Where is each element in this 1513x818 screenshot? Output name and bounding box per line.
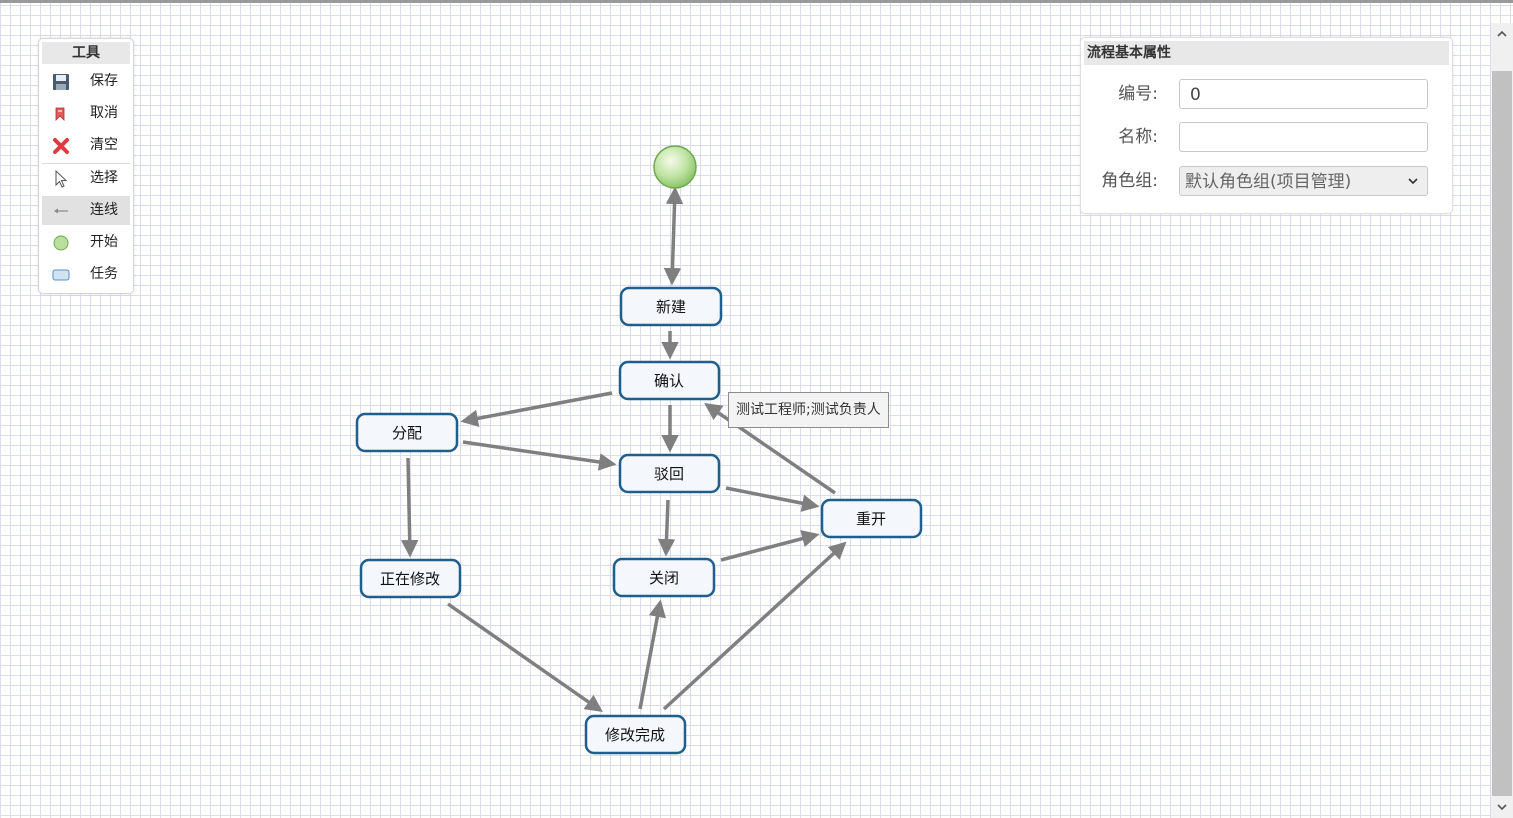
window-top-border (0, 0, 1513, 3)
toolbox-title: 工具 (42, 42, 130, 64)
edge-reject-reopen[interactable] (725, 486, 820, 512)
scroll-down-button[interactable] (1491, 796, 1513, 818)
chevron-up-icon (1497, 30, 1507, 37)
properties-title: 流程基本属性 (1084, 41, 1449, 65)
node-confirm-label: 确认 (654, 372, 684, 390)
edge-assign-modifying[interactable] (400, 457, 419, 558)
row-name: 名称: (1081, 122, 1452, 154)
node-reject[interactable]: 驳回 (618, 453, 721, 494)
role-select[interactable]: 默认角色组(项目管理) (1179, 166, 1428, 196)
edge-assign-reject[interactable] (462, 440, 617, 471)
task-icon (52, 266, 70, 284)
toolbox-panel: 工具 保存 取消 清空 (38, 38, 134, 294)
tool-undo-label: 取消 (90, 105, 118, 121)
row-id: 编号: 0 (1081, 79, 1452, 111)
node-reject-label: 驳回 (654, 465, 684, 483)
id-label: 编号: (1118, 84, 1158, 104)
tool-save[interactable]: 保存 (42, 67, 130, 96)
row-role: 角色组: 默认角色组(项目管理) (1081, 166, 1452, 198)
save-icon (52, 73, 70, 91)
node-modifying[interactable]: 正在修改 (359, 558, 462, 599)
scroll-up-button[interactable] (1491, 23, 1513, 45)
node-reopen[interactable]: 重开 (820, 498, 923, 539)
node-modified-label: 修改完成 (605, 726, 665, 744)
tool-undo[interactable]: 取消 (42, 99, 130, 128)
tool-select[interactable]: 选择 (42, 163, 130, 193)
name-label: 名称: (1118, 127, 1158, 147)
scroll-thumb[interactable] (1492, 71, 1512, 813)
node-assign[interactable]: 分配 (355, 412, 459, 453)
chevron-down-icon (1407, 167, 1419, 207)
undo-icon (52, 105, 70, 123)
node-new-label: 新建 (656, 298, 686, 316)
properties-panel: 流程基本属性 编号: 0 名称: 角色组: 默认角色组(项目管理) (1080, 37, 1453, 214)
tool-clear[interactable]: 清空 (42, 131, 130, 160)
vertical-scrollbar[interactable] (1491, 23, 1513, 818)
tool-select-label: 选择 (90, 170, 118, 186)
node-close-label: 关闭 (649, 569, 679, 587)
role-select-value: 默认角色组(项目管理) (1185, 172, 1352, 192)
edge-confirm-assign[interactable] (460, 391, 613, 427)
clear-icon (52, 137, 70, 155)
tool-start[interactable]: 开始 (42, 228, 130, 257)
edge-modified-reopen[interactable] (662, 541, 847, 711)
edge-modified-close[interactable] (638, 599, 667, 710)
edge-start-new[interactable] (663, 186, 684, 286)
node-close[interactable]: 关闭 (612, 557, 716, 598)
node-assign-label: 分配 (392, 424, 422, 442)
tool-connect-label: 连线 (90, 202, 118, 218)
role-label: 角色组: (1101, 171, 1158, 191)
cursor-icon (52, 170, 70, 188)
tool-connect[interactable]: 连线 (42, 196, 130, 225)
connect-icon (52, 202, 70, 220)
edge-close-reopen[interactable] (720, 530, 820, 562)
tool-clear-label: 清空 (90, 137, 118, 153)
edge-modifying-modified[interactable] (446, 602, 603, 713)
node-new[interactable]: 新建 (619, 286, 723, 327)
name-input[interactable] (1179, 122, 1428, 152)
chevron-down-icon (1497, 804, 1507, 811)
tool-save-label: 保存 (90, 73, 118, 89)
id-input[interactable]: 0 (1179, 79, 1428, 109)
tool-task[interactable]: 任务 (42, 260, 130, 289)
start-node[interactable] (653, 145, 697, 189)
tool-start-label: 开始 (90, 234, 118, 250)
node-confirm[interactable]: 确认 (618, 360, 721, 401)
start-node-icon (52, 234, 70, 252)
node-reopen-label: 重开 (856, 510, 886, 528)
edge-tooltip: 测试工程师;测试负责人 (728, 392, 889, 428)
node-modified[interactable]: 修改完成 (584, 714, 687, 755)
edge-reject-close[interactable] (657, 499, 676, 557)
edges (400, 186, 847, 713)
node-modifying-label: 正在修改 (380, 570, 440, 588)
tool-task-label: 任务 (90, 266, 118, 282)
